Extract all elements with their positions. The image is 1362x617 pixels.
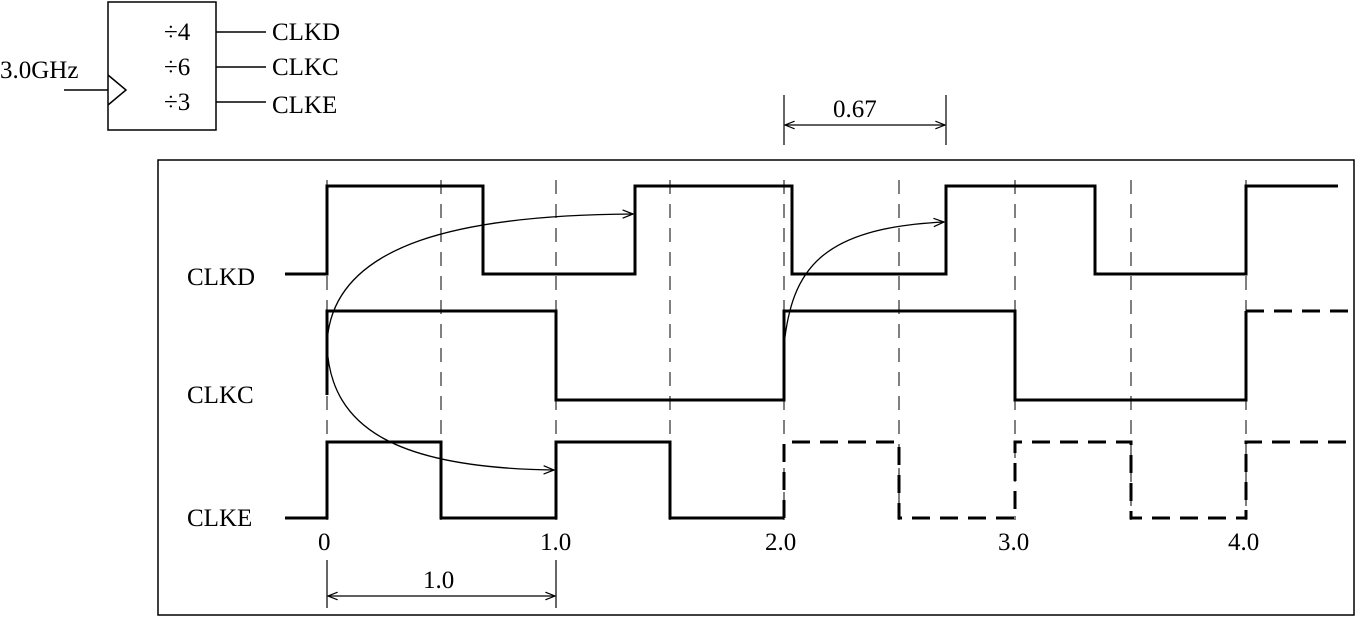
input-frequency-label: 3.0GHz [0,57,78,84]
period-label: 1.0 [423,567,454,594]
divisor-clke: ÷3 [164,89,190,116]
arrow-clkc-to-clkd [326,214,633,346]
tick-label: 4.0 [1228,529,1259,556]
waveform-clkc [325,309,1248,402]
reference-lines [326,180,1247,520]
tick-label: 2.0 [765,529,796,556]
divider-block: 3.0GHz ÷4 ÷6 ÷3 CLKD CLKC CLKE [0,1,340,131]
waveform-clke [285,440,784,520]
causal-arrows [326,214,944,470]
offset-label: 0.67 [833,96,877,123]
tick-label: 3.0 [998,529,1029,556]
period-annotation: 1.0 [326,560,557,608]
tick-label: 1.0 [540,529,571,556]
waveform-clkd [285,184,1338,276]
divider-box [107,1,217,131]
divisor-clkc: ÷6 [164,54,190,81]
timing-frame [157,159,1355,616]
signal-label-clkc: CLKC [187,382,254,409]
divisor-clkd: ÷4 [164,19,191,46]
tick-label: 0 [318,529,331,556]
offset-annotation: 0.67 [783,95,947,145]
signal-label-clkd: CLKD [187,264,255,291]
signal-label-clke: CLKE [187,505,252,532]
arrow-clkc-to-clke [326,344,554,470]
output-label-clke: CLKE [272,92,337,119]
output-label-clkc: CLKC [272,54,339,81]
waveform-clke-dashed [782,440,1354,520]
output-label-clkd: CLKD [272,19,340,46]
clock-input-triangle [107,74,128,106]
arrow-clkc-to-clkd-2 [783,222,944,346]
